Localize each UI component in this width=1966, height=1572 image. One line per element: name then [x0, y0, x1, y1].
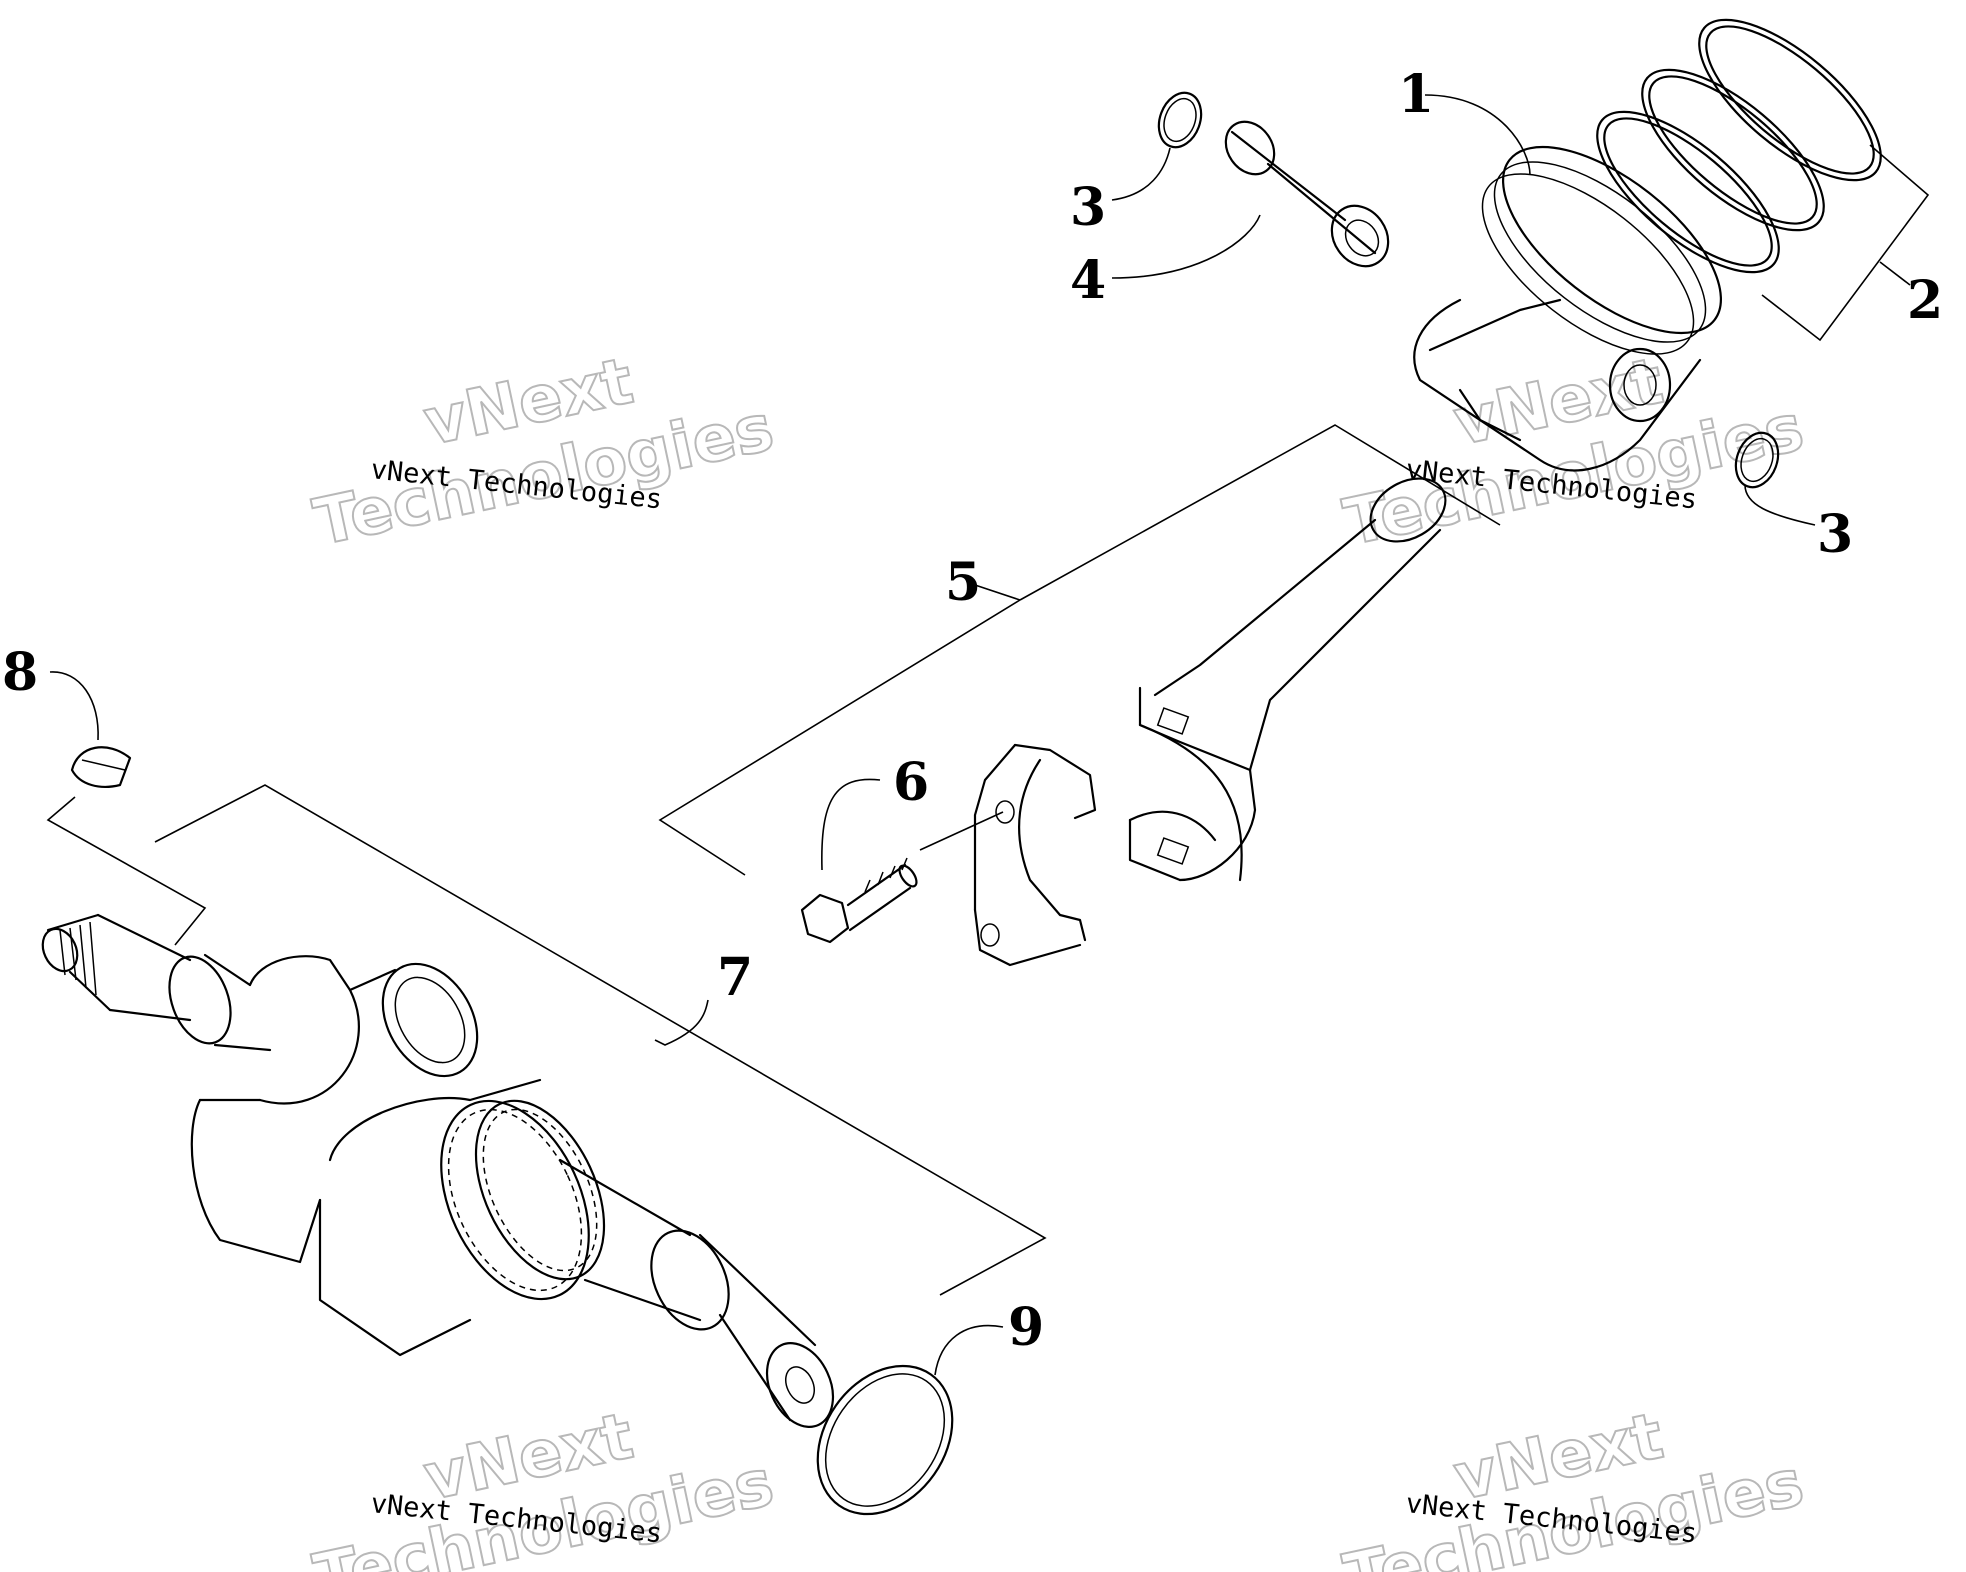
- callout-6: 6: [893, 752, 929, 813]
- rod-bolt: [800, 857, 918, 944]
- circlip-lower: [1734, 431, 1780, 489]
- leader-lines: [46, 94, 1816, 1376]
- callout-3-lower: 3: [1817, 504, 1853, 565]
- piston-rings: [1596, 18, 1882, 274]
- callout-1: 1: [1398, 64, 1434, 125]
- connecting-rod-cap: [973, 743, 1097, 967]
- callout-7: 7: [717, 947, 753, 1008]
- watermark-bottom-right: vNext Technologies vNext Technologies: [1337, 1398, 1811, 1572]
- bracket-rings: [1761, 144, 1930, 342]
- callout-5: 5: [945, 552, 981, 613]
- watermark-bottom-left: vNext Technologies vNext Technologies: [307, 1398, 781, 1572]
- circlip-upper: [1157, 91, 1203, 149]
- connecting-rod: [1128, 477, 1447, 882]
- callout-8: 8: [2, 642, 38, 703]
- callout-2: 2: [1907, 270, 1943, 331]
- watermark-top-left: vNext Technologies vNext Technologies: [307, 343, 781, 561]
- o-ring: [816, 1364, 954, 1516]
- callout-3-upper: 3: [1070, 177, 1106, 238]
- woodruff-key: [70, 746, 132, 788]
- callout-9: 9: [1008, 1297, 1044, 1358]
- piston: [1413, 145, 1722, 472]
- piston-pin: [1224, 120, 1390, 268]
- crankshaft: [41, 913, 835, 1428]
- callout-4: 4: [1070, 250, 1106, 311]
